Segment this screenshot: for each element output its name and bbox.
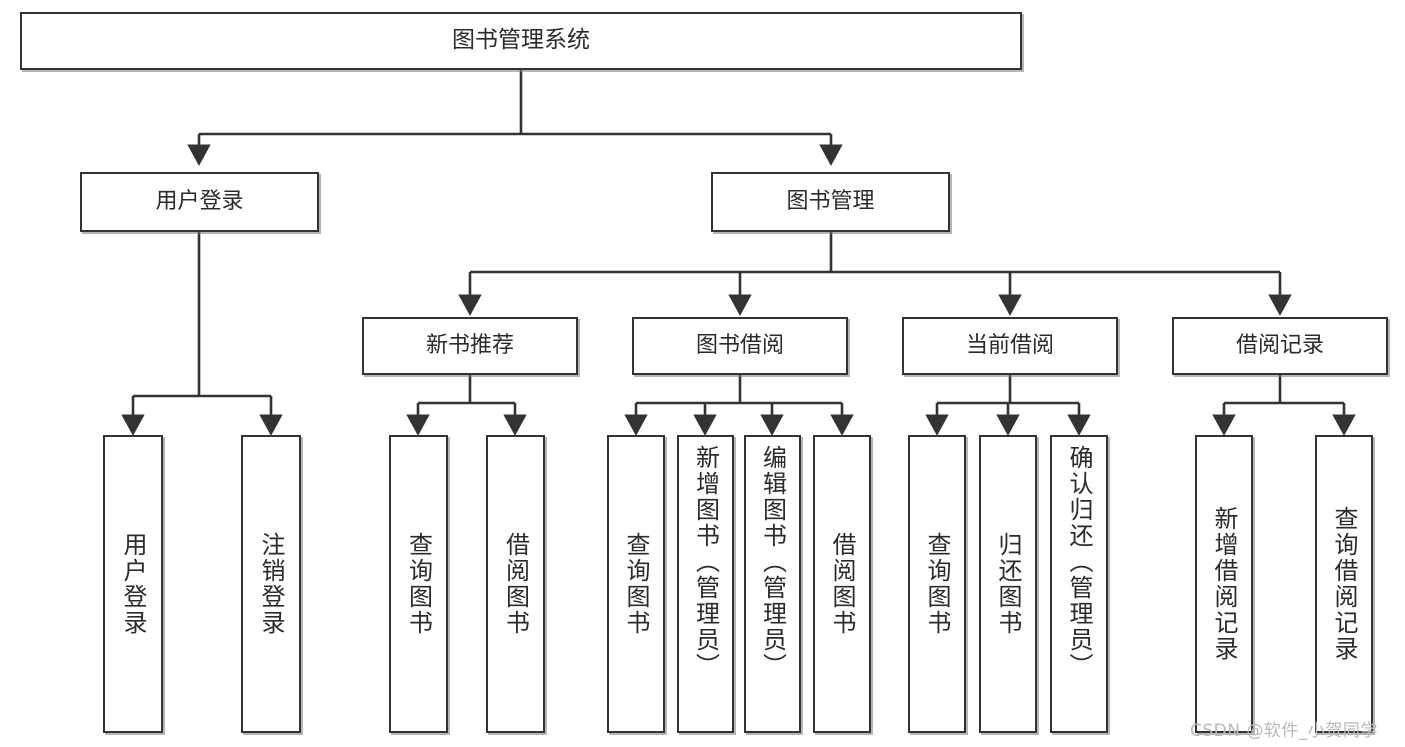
node-label: 查询图书 bbox=[923, 532, 951, 636]
leaf-new-book-query-book[interactable]: 查询图书 bbox=[389, 435, 448, 733]
node-label: 归还图书 bbox=[994, 532, 1022, 636]
leaf-book-borrow-edit-book-admin[interactable]: 编辑图书（管理员） bbox=[744, 435, 801, 733]
node-borrow-record[interactable]: 借阅记录 bbox=[1172, 317, 1388, 375]
node-root-book-management-system[interactable]: 图书管理系统 bbox=[20, 12, 1022, 70]
leaf-user-login-logout[interactable]: 注销登录 bbox=[241, 435, 301, 733]
node-new-book-recommend[interactable]: 新书推荐 bbox=[362, 317, 578, 375]
node-label: 借阅记录 bbox=[1235, 333, 1324, 359]
node-label: 当前借阅 bbox=[965, 333, 1054, 359]
node-label: 新书推荐 bbox=[425, 333, 514, 359]
leaf-book-borrow-add-book-admin[interactable]: 新增图书（管理员） bbox=[677, 435, 734, 733]
node-label: 编辑图书（管理员） bbox=[758, 445, 787, 679]
node-label: 用户登录 bbox=[119, 532, 147, 636]
leaf-borrow-record-query-record[interactable]: 查询借阅记录 bbox=[1315, 435, 1373, 733]
csdn-watermark: CSDN @软件_小贺同学 bbox=[1190, 721, 1378, 741]
node-label: 借阅图书 bbox=[828, 532, 856, 636]
node-label: 图书管理 bbox=[786, 189, 875, 215]
node-book-borrow[interactable]: 图书借阅 bbox=[632, 317, 848, 375]
node-book-management[interactable]: 图书管理 bbox=[711, 172, 950, 232]
node-label: 用户登录 bbox=[155, 189, 244, 215]
leaf-book-borrow-borrow-book[interactable]: 借阅图书 bbox=[813, 435, 871, 733]
leaf-current-borrow-query-book[interactable]: 查询图书 bbox=[908, 435, 966, 733]
node-label: 图书管理系统 bbox=[452, 27, 590, 54]
leaf-user-login-login[interactable]: 用户登录 bbox=[103, 435, 163, 733]
node-label: 新增借阅记录 bbox=[1210, 506, 1238, 662]
leaf-book-borrow-query-book[interactable]: 查询图书 bbox=[607, 435, 665, 733]
node-user-login[interactable]: 用户登录 bbox=[80, 172, 319, 232]
node-label: 图书借阅 bbox=[695, 333, 784, 359]
leaf-borrow-record-add-record[interactable]: 新增借阅记录 bbox=[1195, 435, 1253, 733]
node-label: 查询图书 bbox=[622, 532, 650, 636]
leaf-current-borrow-return-book[interactable]: 归还图书 bbox=[979, 435, 1037, 733]
node-label: 查询借阅记录 bbox=[1330, 506, 1358, 662]
node-label: 注销登录 bbox=[257, 532, 285, 636]
node-label: 借阅图书 bbox=[501, 532, 530, 636]
leaf-new-book-borrow-book[interactable]: 借阅图书 bbox=[486, 435, 545, 733]
node-current-borrow[interactable]: 当前借阅 bbox=[902, 317, 1118, 375]
leaf-current-borrow-confirm-return-admin[interactable]: 确认归还（管理员） bbox=[1050, 435, 1108, 733]
node-label: 新增图书（管理员） bbox=[691, 445, 720, 679]
node-label: 确认归还（管理员） bbox=[1065, 445, 1093, 679]
node-label: 查询图书 bbox=[404, 532, 433, 636]
